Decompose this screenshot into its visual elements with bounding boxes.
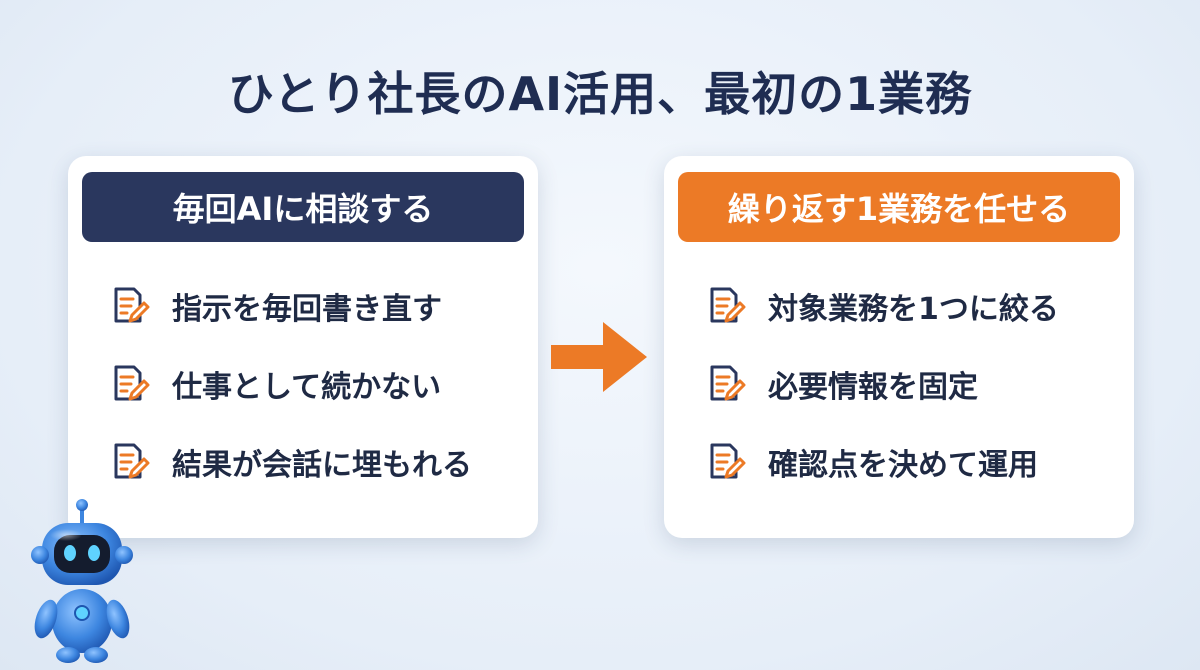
document-pencil-icon (710, 365, 746, 401)
right-card: 繰り返す1業務を任せる 対象業務を1つに絞る 必要情報を固定 (664, 156, 1134, 538)
list-item: 対象業務を1つに絞る (704, 286, 1114, 327)
list-item: 指示を毎回書き直す (108, 286, 518, 327)
robot-mascot (31, 499, 133, 663)
page-title: ひとり社長のAI活用、最初の1業務 (227, 67, 973, 121)
right-arrow-icon (551, 322, 647, 392)
list-item-text: 仕事として続かない (172, 370, 442, 405)
list-item: 確認点を決めて運用 (704, 442, 1114, 483)
document-pencil-icon (114, 287, 150, 323)
list-item-text: 必要情報を固定 (768, 370, 978, 405)
document-pencil-icon (114, 443, 150, 479)
list-item: 仕事として続かない (108, 364, 518, 405)
list-item-text: 対象業務を1つに絞る (768, 292, 1059, 327)
document-pencil-icon (710, 443, 746, 479)
left-card: 毎回AIに相談する 指示を毎回書き直す 仕事として続かない (68, 156, 538, 538)
document-pencil-icon (114, 365, 150, 401)
list-item-text: 結果が会話に埋もれる (172, 448, 472, 483)
left-card-list: 指示を毎回書き直す 仕事として続かない 結果が会話に埋もれる (108, 286, 518, 520)
list-item-text: 指示を毎回書き直す (172, 292, 442, 327)
list-item: 結果が会話に埋もれる (108, 442, 518, 483)
document-pencil-icon (710, 287, 746, 323)
right-card-list: 対象業務を1つに絞る 必要情報を固定 確認点を決めて運用 (704, 286, 1114, 520)
left-card-header: 毎回AIに相談する (82, 172, 524, 242)
right-card-header: 繰り返す1業務を任せる (678, 172, 1120, 242)
list-item-text: 確認点を決めて運用 (768, 448, 1038, 483)
list-item: 必要情報を固定 (704, 364, 1114, 405)
